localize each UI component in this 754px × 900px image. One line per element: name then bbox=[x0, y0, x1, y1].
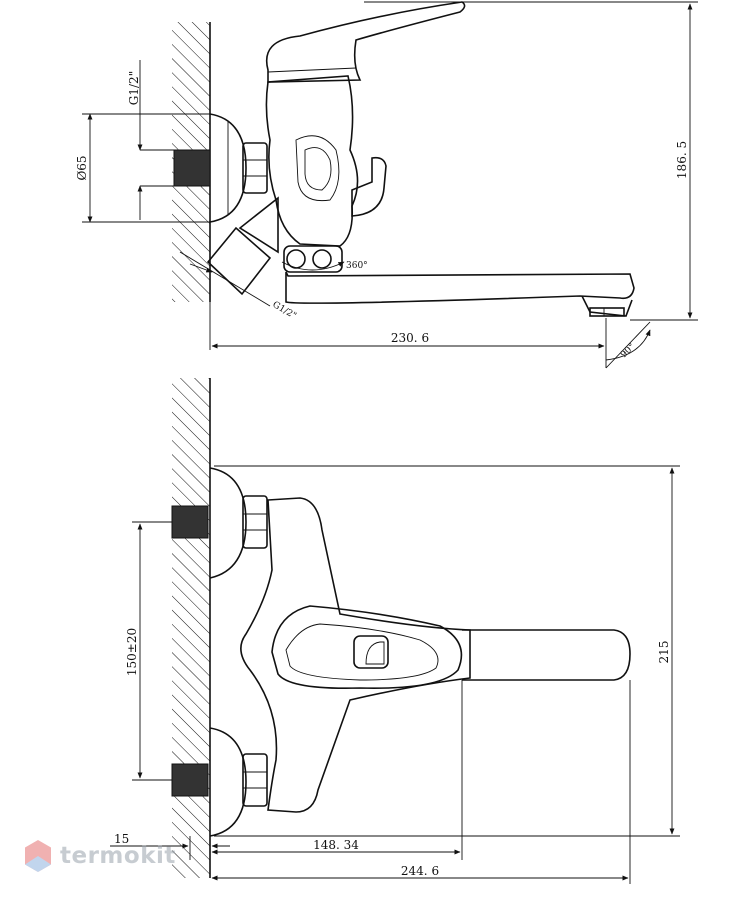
wall-hatch-bottom bbox=[172, 378, 210, 878]
mixer-body-side bbox=[265, 75, 359, 247]
spacing-150-20-label: 150±20 bbox=[125, 628, 139, 676]
swivel-joint bbox=[283, 245, 343, 273]
flange-top bbox=[209, 113, 247, 223]
inlet-thread-upper bbox=[171, 505, 209, 539]
inlet-thread-top bbox=[173, 149, 211, 187]
height-186-5-label: 186. 5 bbox=[675, 141, 689, 179]
length-230-6-label: 230. 6 bbox=[391, 331, 429, 345]
watermark: termokit bbox=[24, 836, 176, 876]
lever-handle-side bbox=[265, 1, 466, 83]
g-half-top-label: G1/2" bbox=[127, 71, 141, 105]
height-215-label: 215 bbox=[657, 641, 671, 664]
hexagon-logo-icon bbox=[25, 840, 51, 872]
mixer-body-front bbox=[240, 497, 471, 813]
hex-nut-upper bbox=[242, 495, 268, 549]
rotation-360-label: 360° bbox=[346, 261, 368, 271]
aerator bbox=[589, 307, 625, 317]
lever-slot bbox=[353, 635, 389, 669]
length-244-6-label: 244. 6 bbox=[401, 864, 439, 878]
front-view: 150±20 215 15 148. 34 244. 6 bbox=[110, 378, 680, 884]
dia-65-label: Ø65 bbox=[75, 155, 89, 180]
side-view: 360° G1/2" Ø65 186. 5 230. 6 G1/2" 90° bbox=[75, 1, 698, 369]
inlet-thread-lower bbox=[171, 763, 209, 797]
hex-nut-top bbox=[242, 142, 268, 194]
spout-side bbox=[285, 271, 635, 304]
flange-lower bbox=[209, 727, 247, 837]
hex-nut-lower bbox=[242, 753, 268, 807]
watermark-text: termokit bbox=[60, 843, 176, 869]
angled-inlet bbox=[238, 196, 279, 254]
length-148-34-label: 148. 34 bbox=[313, 838, 359, 852]
angle-90-label: 90° bbox=[619, 342, 637, 360]
flange-upper bbox=[209, 467, 247, 579]
spout-front bbox=[462, 629, 631, 681]
lever-handle-front bbox=[271, 605, 463, 690]
diverter-knob bbox=[351, 156, 387, 217]
offset-15-label: 15 bbox=[114, 832, 129, 846]
